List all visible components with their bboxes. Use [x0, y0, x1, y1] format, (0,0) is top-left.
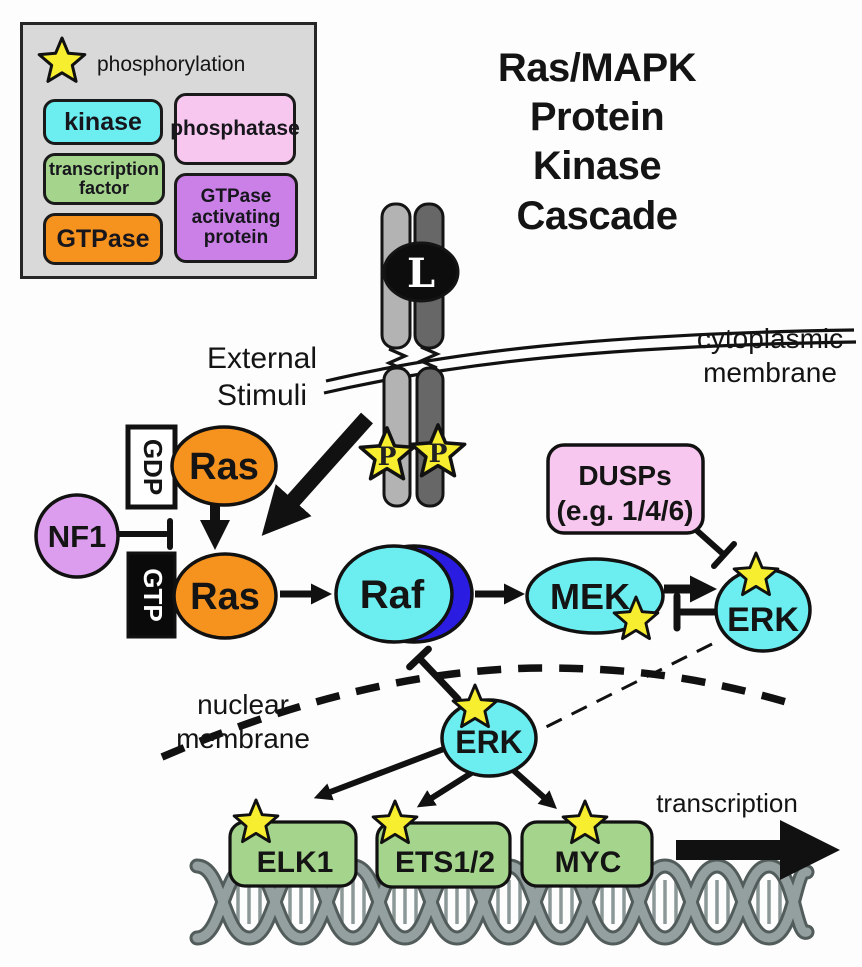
- erk-translocation-line: [541, 642, 713, 731]
- arrows: [200, 412, 840, 880]
- erk-cytoplasmic-node: ERK: [714, 551, 812, 653]
- erk-cytoplasmic-label: ERK: [727, 601, 799, 639]
- ras-gtp-ellipse: [172, 552, 278, 640]
- phospho-p-left: P: [378, 442, 397, 471]
- nf1-node: NF1: [34, 493, 120, 579]
- nuclear-membrane-label: nuclear membrane: [176, 689, 310, 755]
- erk-nuclear-node: ERK: [440, 683, 538, 778]
- mek-label: MEK: [550, 576, 630, 617]
- ras-gtp-node: GTP Ras: [126, 551, 278, 640]
- arrow-erk-to-elk1: [313, 744, 451, 801]
- cytoplasmic-membrane-label: cytoplasmic membrane: [696, 323, 844, 389]
- gdp-box: [125, 424, 178, 510]
- gtp-box: [126, 551, 177, 639]
- mek-node: MEK: [525, 557, 665, 641]
- receptor-phospho-sites: P P: [358, 423, 467, 481]
- ligand-ball: [382, 241, 460, 303]
- legend-gap-chip: GTPase activating protein: [174, 173, 298, 263]
- ligand-label: L: [407, 250, 435, 297]
- erk-inhibits-raf: [406, 645, 462, 703]
- transcription-factors: ELK1 ETS1/2 MYC: [228, 798, 654, 889]
- legend-transcription-factor-chip: transcription factor: [43, 153, 165, 205]
- page-title: Ras/MAPK Protein Kinase Cascade: [497, 46, 697, 238]
- ras-gtp-label: Ras: [190, 576, 260, 618]
- elk1-label: ELK1: [257, 846, 334, 879]
- myc-label: MYC: [555, 846, 622, 879]
- ras-gdp-ellipse: [170, 425, 278, 507]
- erk-nuclear-label: ERK: [455, 724, 523, 760]
- legend: phosphorylation kinase phosphatase trans…: [20, 22, 317, 279]
- legend-gtpase-chip: GTPase: [43, 213, 163, 265]
- arrow-erk-to-ets: [416, 769, 475, 808]
- arrow-erk-to-myc: [510, 766, 557, 809]
- nf1-label: NF1: [48, 519, 107, 554]
- dusps-inhibits-erk: [691, 525, 737, 569]
- gdp-label: GDP: [138, 439, 168, 495]
- nf1-inhibits-ras: [115, 518, 173, 550]
- ets-box: [375, 821, 512, 889]
- ras-gdp-label: Ras: [189, 446, 259, 488]
- raf-node: Raf: [334, 544, 474, 644]
- legend-kinase-chip: kinase: [43, 99, 163, 145]
- legend-phosphorylation-label: phosphorylation: [97, 53, 246, 76]
- nuclear-membrane-line: [160, 664, 802, 761]
- dusps-box: [546, 443, 705, 535]
- ets-label: ETS1/2: [395, 846, 495, 879]
- ras-gdp-node: GDP Ras: [125, 424, 278, 510]
- raf-label: Raf: [360, 573, 425, 617]
- external-stimuli-label: External Stimuli: [206, 342, 318, 412]
- phosphorylation-star-icon: [37, 36, 87, 83]
- dusps-label: DUSPs (e.g. 1/4/6): [556, 460, 694, 526]
- cytoplasmic-membrane-lines: [323, 328, 857, 395]
- arrow-stimuli-to-ras: [261, 412, 373, 536]
- legend-phosphatase-chip: phosphatase: [170, 93, 300, 165]
- phospho-p-right: P: [429, 439, 448, 468]
- raf-ellipse: [334, 544, 454, 644]
- gtp-label: GTP: [138, 568, 168, 621]
- transcription-label: transcription: [656, 788, 798, 818]
